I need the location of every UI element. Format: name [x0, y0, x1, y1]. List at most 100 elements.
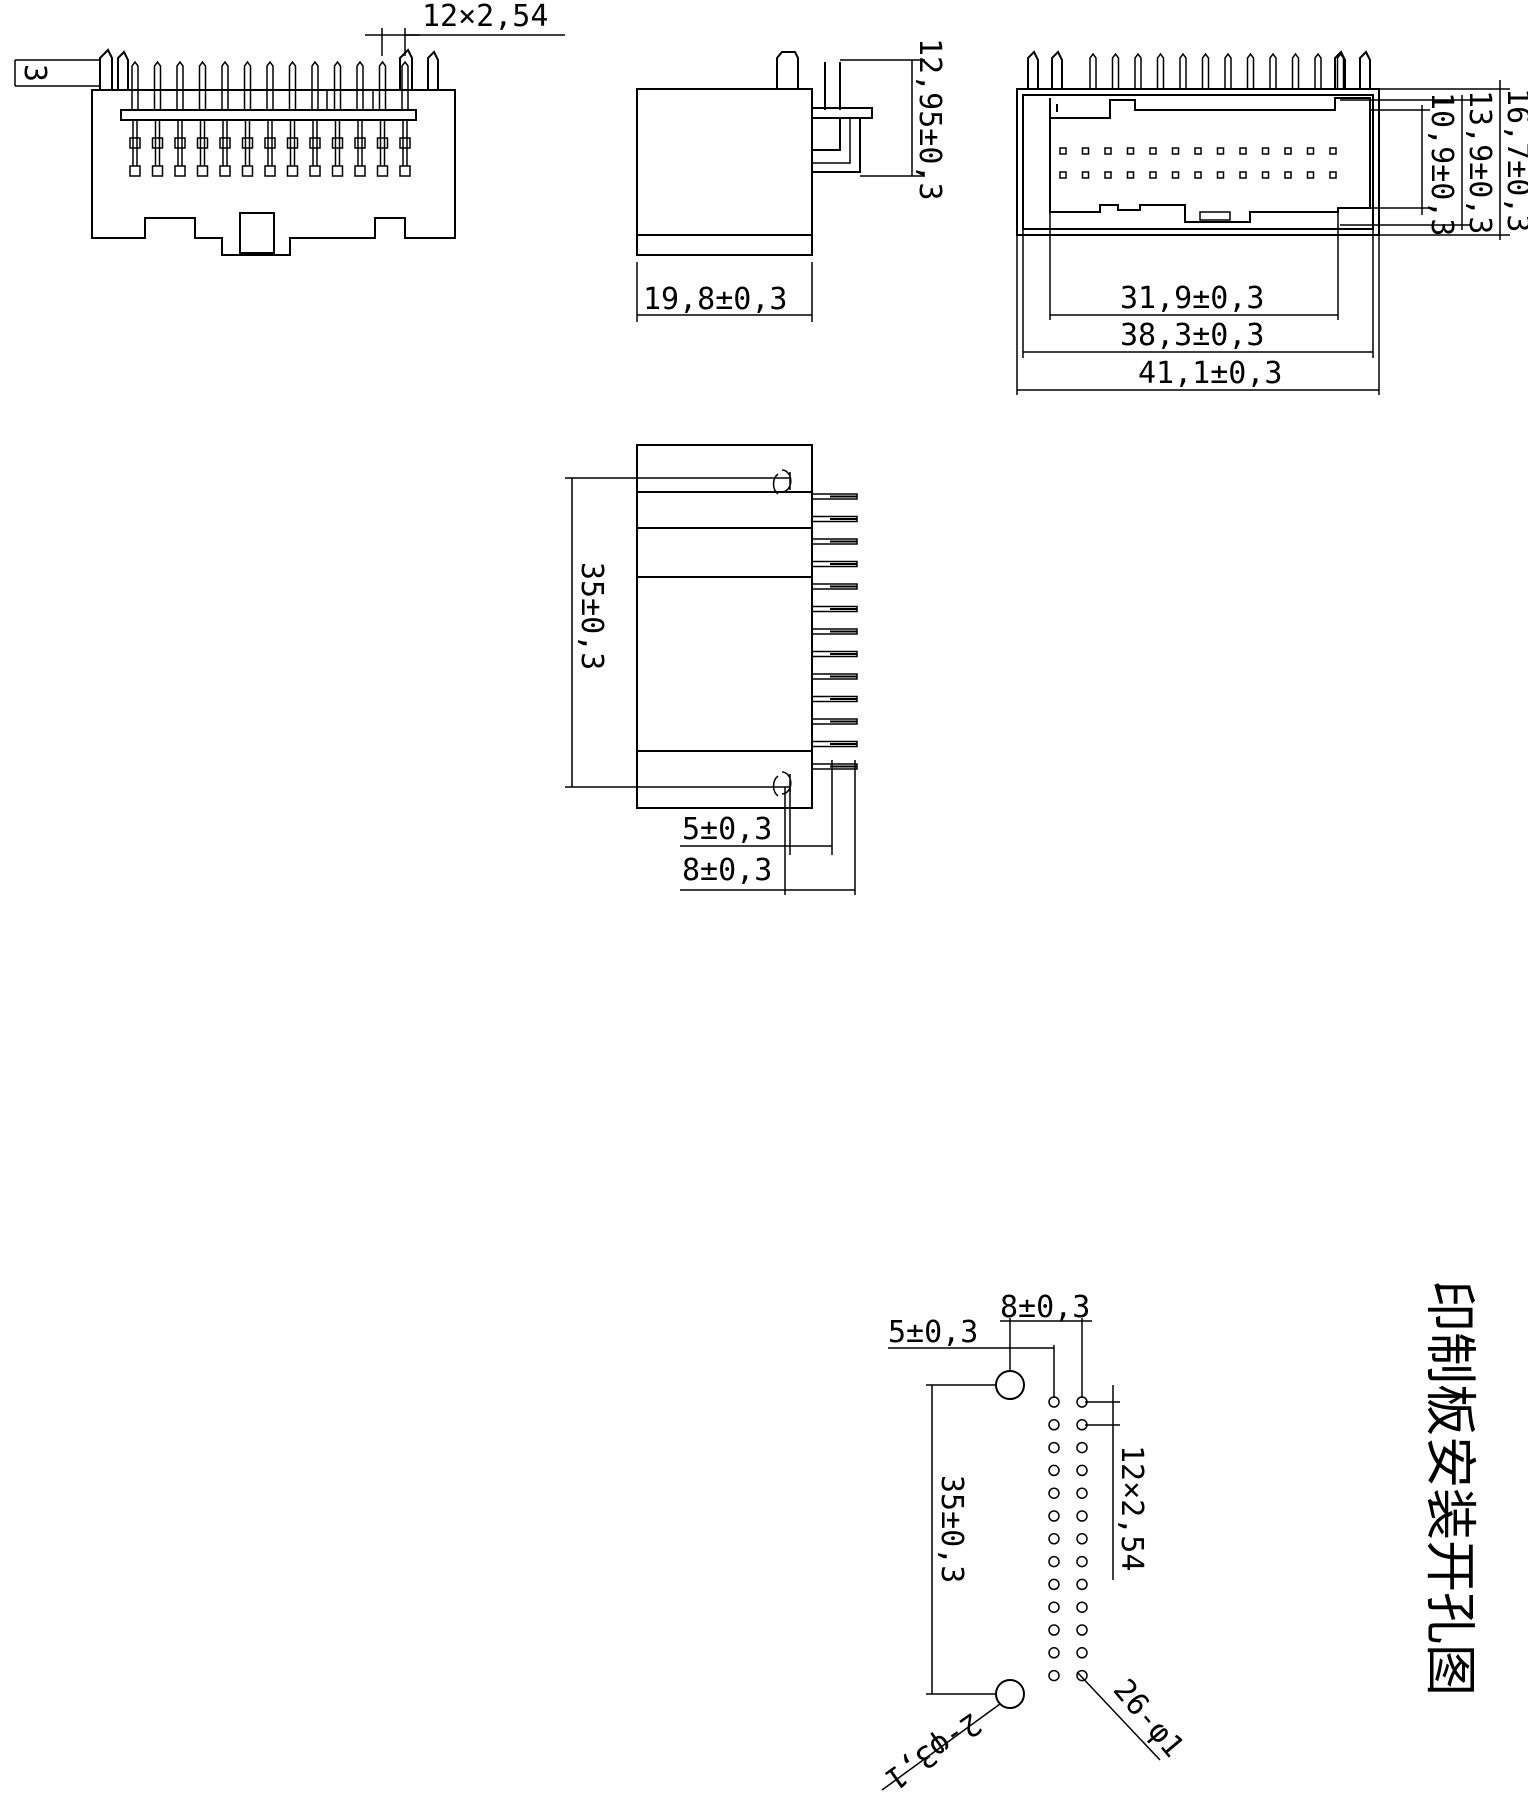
pcb-hole	[1048, 1578, 1060, 1591]
pcb-hole	[1076, 1624, 1088, 1636]
dim-pitch-top: 12×2,54	[422, 0, 548, 34]
top-view: 16,7±0,3 13,9±0,3 10,9±0,3 31,9±0,3 38,3…	[1016, 50, 1528, 395]
dim-35: 35±0,3	[574, 562, 609, 670]
top-contact	[1216, 147, 1225, 155]
front-pin-pad	[309, 137, 321, 149]
front-pin-pad	[354, 137, 366, 149]
dim-10-9: 10,9±0,3	[1424, 92, 1459, 237]
top-contact	[1149, 171, 1157, 179]
top-contact	[1284, 147, 1292, 155]
top-contact	[1059, 171, 1067, 179]
pcb-layout: 8±0,3 5±0,3 35±0,3 12×2,54 26-φ1 2-φ3,1 …	[879, 1280, 1479, 1796]
pcb-dim-8: 8±0,3	[1000, 1290, 1090, 1325]
front-pin-pad	[264, 165, 276, 177]
top-pin	[1201, 52, 1210, 89]
front-pin-pad	[219, 165, 231, 177]
top-contact	[1239, 147, 1247, 155]
pcb-title: 印制板安装开孔图	[1419, 1280, 1479, 1696]
top-contact	[1306, 171, 1315, 179]
dim-13-9: 13,9±0,3	[1462, 90, 1497, 235]
top-contact	[1239, 171, 1247, 179]
pcb-dim-pitch: 12×2,54	[1114, 1445, 1149, 1571]
front-pin	[131, 60, 139, 110]
pcb-hole	[1076, 1510, 1088, 1522]
dim-5: 5±0,3	[682, 812, 772, 847]
pcb-dim-5: 5±0,3	[888, 1315, 978, 1350]
front-pin	[243, 60, 252, 110]
top-contact	[1171, 171, 1180, 179]
front-pin-pad	[399, 137, 411, 149]
front-pin-pad	[331, 165, 344, 177]
top-pin	[1111, 52, 1120, 89]
bottom-view: 35±0,3 5±0,3 8±0,3	[565, 444, 858, 895]
top-contact	[1329, 171, 1337, 179]
front-pin	[311, 60, 319, 110]
pcb-holes-small-label: 26-φ1	[1106, 1673, 1191, 1765]
top-contact	[1059, 147, 1067, 155]
pcb-hole	[1076, 1601, 1088, 1613]
front-pin	[401, 60, 409, 110]
dim-41-1: 41,1±0,3	[1138, 356, 1283, 391]
pcb-hole	[1048, 1419, 1060, 1431]
top-contact	[1081, 171, 1090, 179]
front-pin	[221, 60, 229, 110]
front-pin-pad	[331, 137, 344, 149]
front-pin	[198, 60, 207, 110]
top-contact	[1261, 147, 1270, 155]
dim-16-7: 16,7±0,3	[1500, 88, 1528, 233]
front-pin-pad	[376, 137, 389, 149]
dim-38-3: 38,3±0,3	[1120, 318, 1265, 353]
pcb-hole	[1048, 1487, 1060, 1499]
front-pin	[356, 60, 364, 110]
top-contact	[1284, 171, 1292, 179]
front-pin-pad	[174, 137, 186, 149]
side-view: 12,95±0,3 19,8±0,3	[636, 38, 947, 322]
pcb-hole	[1076, 1647, 1088, 1659]
front-pin	[153, 60, 162, 110]
front-pin-pad	[309, 165, 321, 177]
front-pin-pad	[241, 165, 254, 177]
front-pin	[333, 60, 342, 110]
pcb-hole	[1048, 1533, 1060, 1545]
top-pin	[1314, 52, 1322, 89]
front-pin-pad	[129, 165, 141, 177]
front-pin-pad	[196, 137, 209, 149]
top-contact	[1126, 147, 1135, 155]
front-pin	[266, 60, 274, 110]
pcb-hole	[1048, 1601, 1060, 1613]
top-contact	[1194, 147, 1202, 155]
pcb-hole	[1048, 1555, 1060, 1568]
top-contact	[1171, 147, 1180, 155]
pcb-hole	[1048, 1441, 1060, 1454]
pcb-hole	[1048, 1624, 1060, 1636]
front-pin	[176, 60, 184, 110]
dim-8: 8±0,3	[682, 853, 772, 888]
front-pin-pad	[196, 165, 209, 177]
pcb-hole	[1076, 1555, 1088, 1568]
top-contact	[1261, 171, 1270, 179]
top-contact	[1329, 147, 1337, 155]
pcb-hole	[1048, 1464, 1060, 1477]
top-pin	[1246, 52, 1255, 89]
pcb-hole	[1076, 1441, 1088, 1454]
pcb-hole	[1048, 1669, 1060, 1682]
top-pin	[1291, 52, 1300, 89]
front-pin-pad	[376, 165, 389, 177]
front-pin-pad	[264, 137, 276, 149]
dim-3: 3	[17, 64, 52, 82]
top-contact	[1104, 171, 1112, 179]
pcb-dim-35: 35±0,3	[934, 1475, 969, 1583]
dim-31-9: 31,9±0,3	[1120, 281, 1265, 316]
pcb-hole	[1076, 1669, 1088, 1682]
front-pin-pad	[129, 137, 141, 149]
top-pin	[1089, 52, 1097, 89]
top-pin	[1336, 52, 1345, 89]
front-pin-pad	[354, 165, 366, 177]
front-pin-pad	[151, 165, 164, 177]
top-contact	[1149, 147, 1157, 155]
front-pin-pad	[174, 165, 186, 177]
top-contact	[1194, 171, 1202, 179]
top-contact	[1104, 147, 1112, 155]
top-contact	[1081, 147, 1090, 155]
